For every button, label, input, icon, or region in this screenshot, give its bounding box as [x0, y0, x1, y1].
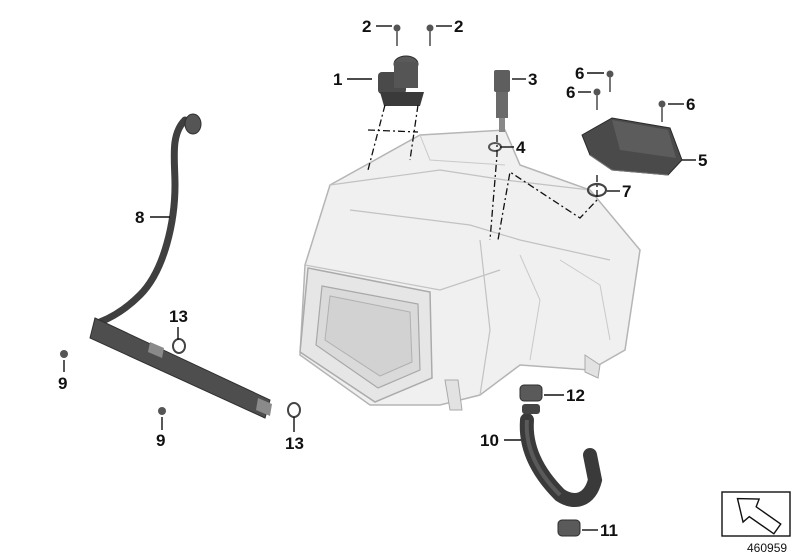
part-12-clamp [519, 384, 543, 414]
part-11-clamp [557, 519, 581, 537]
callout-2-right: 2 [454, 17, 463, 36]
part-9-screws [60, 350, 166, 415]
diagram-id: 460959 [747, 541, 787, 555]
callout-labels: 1 2 2 3 4 5 6 6 6 7 8 13 9 9 13 10 11 12 [58, 17, 707, 540]
callout-13-top: 13 [169, 307, 188, 326]
assembly-lines [367, 104, 598, 241]
callout-12: 12 [566, 386, 585, 405]
part-1-valve [378, 55, 424, 106]
part-8-hose [89, 113, 272, 419]
part-10-drain-hose [519, 413, 603, 507]
callout-13-bottom: 13 [285, 434, 304, 453]
callout-2-left: 2 [362, 17, 371, 36]
housing [299, 129, 641, 411]
callout-7: 7 [622, 182, 631, 201]
callout-6-left: 6 [566, 83, 575, 102]
part-5-control-unit [581, 117, 683, 176]
part-2-screws [393, 24, 434, 46]
part-3-sensor [494, 70, 510, 132]
callout-9-bottom: 9 [156, 431, 165, 450]
callout-8: 8 [135, 208, 144, 227]
callout-6-top: 6 [575, 64, 584, 83]
callout-3: 3 [528, 70, 537, 89]
callout-9-left: 9 [58, 374, 67, 393]
orientation-box [721, 491, 791, 537]
callout-5: 5 [698, 151, 707, 170]
part-6-screws [593, 70, 666, 122]
callout-10: 10 [480, 431, 499, 450]
callout-6-right: 6 [686, 95, 695, 114]
callout-1: 1 [333, 70, 342, 89]
leader-lines [63, 25, 696, 531]
callout-11: 11 [600, 521, 618, 540]
callout-4: 4 [516, 138, 526, 157]
